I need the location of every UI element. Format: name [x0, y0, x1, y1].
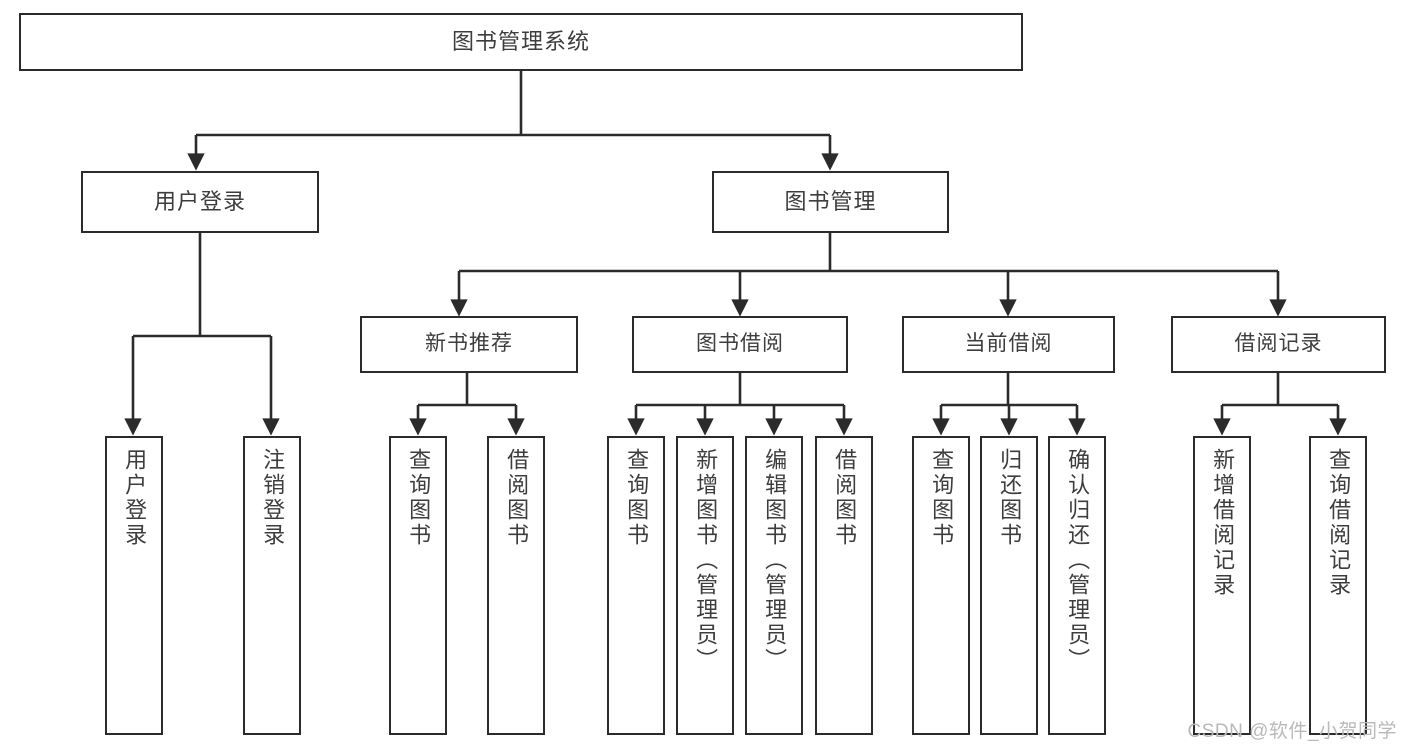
- node-book-borrow[interactable]: 图书借阅: [632, 316, 848, 373]
- leaf-query-borrow-record[interactable]: 查询借阅记录: [1309, 436, 1367, 735]
- leaf-user-login[interactable]: 用户登录: [105, 436, 163, 735]
- node-label: 新增图书（管理员）: [693, 448, 719, 673]
- node-label: 借阅图书: [832, 448, 858, 548]
- node-label: 当前借阅: [964, 332, 1053, 356]
- leaf-query-book-borrow[interactable]: 查询图书: [607, 436, 665, 735]
- leaf-borrow-book-newbook[interactable]: 借阅图书: [487, 436, 545, 735]
- node-label: 查询图书: [929, 448, 955, 548]
- leaf-return-book[interactable]: 归还图书: [980, 436, 1038, 735]
- leaf-query-book-newbook[interactable]: 查询图书: [389, 436, 447, 735]
- leaf-edit-book-admin[interactable]: 编辑图书（管理员）: [745, 436, 803, 735]
- node-label: 新增借阅记录: [1210, 448, 1236, 598]
- node-current-borrow[interactable]: 当前借阅: [902, 316, 1115, 373]
- leaf-borrow-book[interactable]: 借阅图书: [815, 436, 873, 735]
- node-label: 借阅图书: [504, 448, 530, 548]
- node-root-system[interactable]: 图书管理系统: [19, 13, 1023, 71]
- watermark: CSDN @软件_小贺同学: [1187, 721, 1397, 742]
- node-label: 图书管理: [784, 189, 877, 215]
- node-label: 查询借阅记录: [1326, 448, 1352, 598]
- leaf-logout[interactable]: 注销登录: [243, 436, 301, 735]
- node-label: 图书管理系统: [451, 29, 590, 55]
- leaf-add-book-admin[interactable]: 新增图书（管理员）: [676, 436, 734, 735]
- node-label: 查询图书: [624, 448, 650, 548]
- node-label: 编辑图书（管理员）: [762, 448, 788, 673]
- node-label: 用户登录: [153, 189, 246, 215]
- node-book-management[interactable]: 图书管理: [712, 171, 949, 233]
- node-user-login[interactable]: 用户登录: [81, 171, 319, 233]
- node-borrow-record[interactable]: 借阅记录: [1171, 316, 1386, 373]
- node-label: 归还图书: [997, 448, 1023, 548]
- leaf-confirm-return-admin[interactable]: 确认归还（管理员）: [1048, 436, 1106, 735]
- node-label: 借阅记录: [1234, 332, 1323, 356]
- node-new-book-recommend[interactable]: 新书推荐: [360, 316, 578, 373]
- node-label: 确认归还（管理员）: [1065, 448, 1091, 673]
- node-label: 用户登录: [122, 448, 148, 548]
- node-label: 图书借阅: [696, 332, 784, 356]
- node-label: 查询图书: [406, 448, 432, 548]
- leaf-query-book-current[interactable]: 查询图书: [912, 436, 970, 735]
- leaf-add-borrow-record[interactable]: 新增借阅记录: [1193, 436, 1251, 735]
- node-label: 新书推荐: [425, 332, 513, 356]
- node-label: 注销登录: [260, 448, 286, 548]
